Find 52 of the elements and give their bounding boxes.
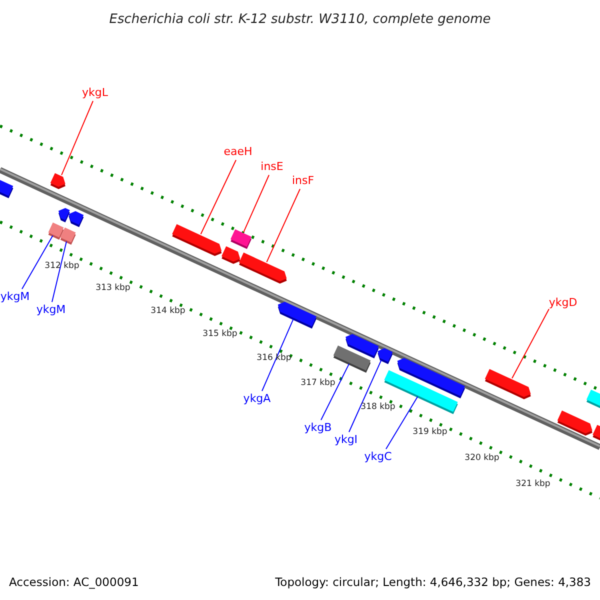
leader-line xyxy=(61,100,94,176)
gene-feature xyxy=(48,222,64,240)
gene-feature xyxy=(378,348,393,364)
gene-label: insF xyxy=(292,175,314,187)
gene-feature xyxy=(333,345,371,373)
tick-label: 315 kbp xyxy=(202,329,238,339)
gene-label: ykgL xyxy=(82,87,108,99)
tick-label: 318 kbp xyxy=(360,402,396,412)
leader-line xyxy=(262,318,294,392)
leader-line xyxy=(22,235,54,290)
tick-label: 320 kbp xyxy=(464,453,500,463)
gene-feature xyxy=(484,368,531,400)
gene-label: ykgD xyxy=(548,297,578,309)
gene-feature xyxy=(239,252,287,284)
tick-label: 319 kbp xyxy=(412,427,448,437)
leader-line xyxy=(200,160,236,235)
gene-label: insE xyxy=(260,161,284,173)
gene-feature xyxy=(230,229,252,249)
title: Escherichia coli str. K-12 substr. W3110, complete genome xyxy=(108,11,492,29)
tick-label: 316 kbp xyxy=(256,353,292,363)
leader-line xyxy=(243,174,270,233)
leader-line xyxy=(52,240,67,302)
leader-line xyxy=(320,363,350,420)
gene-feature xyxy=(172,224,222,256)
gene-label: ykgM xyxy=(36,304,66,316)
gene-feature xyxy=(278,302,317,329)
leader-line xyxy=(266,188,300,263)
leader-line xyxy=(348,359,382,432)
tick-label: 312 kbp xyxy=(44,261,80,271)
gene-feature xyxy=(68,211,84,228)
gene-feature xyxy=(58,208,70,222)
gene-label: ykgA xyxy=(243,393,271,405)
accession-text: Accession: AC_000091 xyxy=(9,574,139,591)
gene-feature xyxy=(60,228,76,245)
tick-label: 313 kbp xyxy=(96,283,130,293)
leader-line xyxy=(386,396,418,450)
gene-feature xyxy=(0,178,14,198)
gene-label: ykgM xyxy=(0,291,30,303)
gene-feature xyxy=(592,424,600,444)
leader-line xyxy=(512,308,550,379)
gene-label: ykgB xyxy=(304,422,332,434)
gene-feature xyxy=(586,390,600,409)
gene-label: eaeH xyxy=(224,146,252,158)
gene-feature xyxy=(50,173,66,190)
gene-label: ykgC xyxy=(364,451,392,463)
tick-label: 321 kbp xyxy=(516,479,550,489)
genome-info-text: Topology: circular; Length: 4,646,332 bp; Genes: 4,383 xyxy=(275,574,591,591)
tick-label: 317 kbp xyxy=(300,378,336,388)
gene-feature xyxy=(557,410,592,436)
gene-label: ykgI xyxy=(334,434,358,446)
tick-label: 314 kbp xyxy=(150,306,186,316)
gene-feature xyxy=(222,246,240,264)
